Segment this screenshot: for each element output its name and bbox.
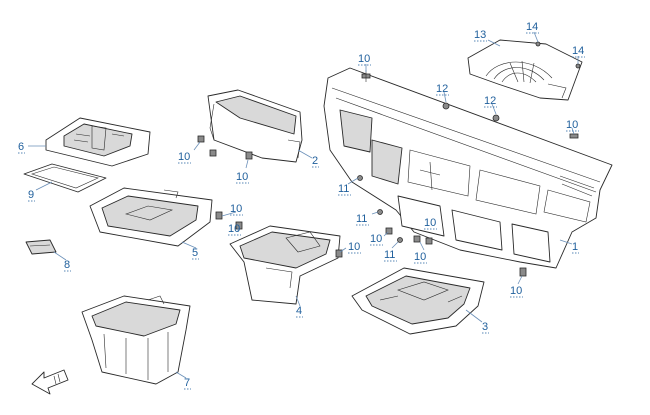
screw-icon bbox=[357, 175, 403, 243]
callout-3: 3 bbox=[482, 321, 488, 333]
callout-13: 13 bbox=[474, 29, 486, 41]
callout-12: 12 bbox=[436, 83, 448, 95]
part-8-clip bbox=[25, 239, 57, 255]
screw-icon bbox=[335, 249, 343, 258]
callout-8: 8 bbox=[64, 259, 70, 271]
screw-icon bbox=[245, 151, 253, 160]
callout-14: 14 bbox=[572, 45, 584, 57]
callout-10: 10 bbox=[424, 217, 436, 229]
screw-icon bbox=[215, 211, 243, 230]
callout-10: 10 bbox=[358, 53, 370, 65]
callout-11: 11 bbox=[356, 213, 367, 225]
callout-11: 11 bbox=[338, 183, 349, 195]
callout-11: 11 bbox=[384, 249, 395, 261]
callout-underlines bbox=[18, 32, 585, 390]
callout-6: 6 bbox=[18, 141, 24, 153]
callout-10: 10 bbox=[370, 233, 382, 245]
callout-12: 12 bbox=[484, 95, 496, 107]
callout-10: 10 bbox=[230, 203, 242, 215]
front-arrow-icon bbox=[31, 369, 69, 395]
part-1-main-tray bbox=[323, 67, 613, 269]
screw-icon bbox=[197, 135, 217, 157]
part-13-rear-cover bbox=[467, 39, 583, 101]
callout-10: 10 bbox=[236, 171, 248, 183]
screw-icon bbox=[519, 267, 527, 277]
screw-icon bbox=[569, 133, 579, 139]
callout-5: 5 bbox=[192, 247, 198, 259]
callout-1: 1 bbox=[572, 241, 578, 253]
screw-icon bbox=[385, 227, 433, 245]
screw-icon bbox=[442, 102, 500, 122]
callout-14: 14 bbox=[526, 21, 538, 33]
part-6-lid-tray bbox=[45, 117, 151, 167]
callout-10: 10 bbox=[228, 223, 240, 235]
callout-2: 2 bbox=[312, 155, 318, 167]
callout-10: 10 bbox=[414, 251, 426, 263]
callout-10: 10 bbox=[510, 285, 522, 297]
part-3-floor-tray bbox=[351, 267, 485, 335]
screw-icon bbox=[535, 41, 581, 69]
callout-9: 9 bbox=[28, 189, 34, 201]
part-9-mat bbox=[23, 163, 107, 193]
part-4-deep-bin bbox=[229, 225, 341, 305]
callout-10: 10 bbox=[178, 151, 190, 163]
part-5-storage-bin bbox=[89, 187, 213, 247]
fasteners bbox=[197, 41, 581, 277]
part-7-large-bin bbox=[81, 295, 191, 385]
callout-10: 10 bbox=[348, 241, 360, 253]
callout-10: 10 bbox=[566, 119, 578, 131]
callout-4: 4 bbox=[296, 305, 302, 317]
callouts: 1 2 3 4 5 6 7 8 9 10 10 10 10 10 10 10 1… bbox=[18, 21, 584, 389]
callout-7: 7 bbox=[184, 377, 190, 389]
leader-lines bbox=[28, 31, 579, 379]
part-2-side-bracket bbox=[207, 89, 303, 163]
